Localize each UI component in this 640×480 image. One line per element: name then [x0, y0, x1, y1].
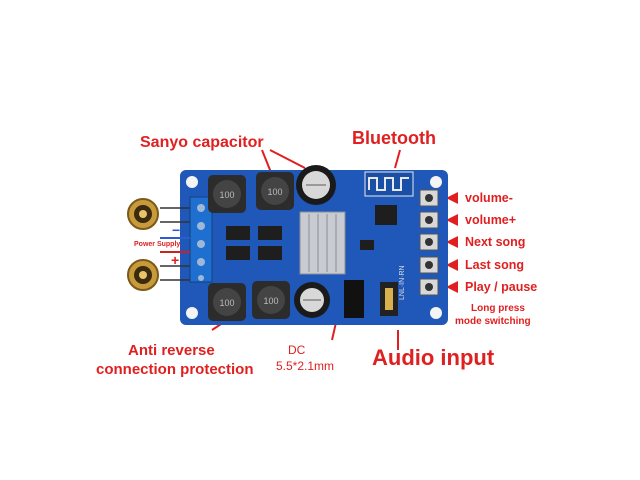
dc-jack — [344, 280, 364, 318]
label-minus-sign: − — [172, 222, 181, 238]
label-play-pause: Play / pause — [465, 280, 538, 294]
label-sanyo-capacitor: Sanyo capacitor — [140, 134, 264, 151]
inductor — [256, 172, 294, 210]
inductor — [208, 175, 246, 213]
button-arrows — [446, 192, 458, 293]
label-connection-protection: connection protection — [96, 361, 254, 378]
label-dc: DC — [288, 343, 306, 357]
pin-labels: LNL·IN·RN — [399, 265, 406, 300]
push-button-icon — [419, 189, 439, 296]
label-plus-sign: + — [171, 252, 180, 268]
speaker-icon — [127, 259, 159, 291]
wires — [160, 207, 190, 281]
label-dc-size: 5.5*2.1mm — [276, 359, 335, 373]
inductor-marking: 100 — [219, 190, 234, 200]
label-long-press: Long press — [471, 303, 525, 314]
speaker-icon — [127, 198, 159, 230]
label-audio-input: Audio input — [372, 345, 495, 370]
label-bluetooth: Bluetooth — [352, 128, 436, 148]
capacitor-top — [296, 165, 336, 205]
label-next-song: Next song — [465, 235, 526, 249]
inductor — [252, 281, 290, 319]
inductor-marking: 100 — [219, 298, 234, 308]
terminal-block — [189, 196, 213, 283]
label-volume-minus: volume- — [465, 191, 513, 205]
capacitor-bottom — [294, 282, 330, 318]
label-volume-plus: volume+ — [465, 213, 517, 227]
inductor-marking: 100 — [267, 187, 282, 197]
chips — [226, 205, 397, 260]
label-anti-reverse: Anti reverse — [128, 342, 215, 359]
inductor — [208, 283, 246, 321]
heatsink — [299, 211, 346, 275]
inductor-marking: 100 — [263, 296, 278, 306]
label-power-supply: Power Supply — [134, 241, 181, 248]
label-mode-switching: mode switching — [455, 316, 531, 327]
label-last-song: Last song — [465, 258, 525, 272]
bluetooth-antenna-icon — [364, 171, 414, 197]
